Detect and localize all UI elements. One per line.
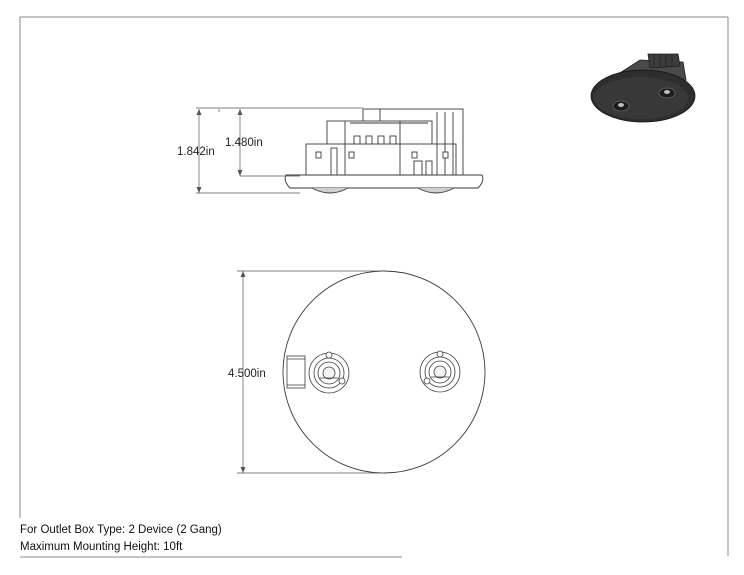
side-view [284,108,484,194]
side-dimension-arrows [196,109,243,193]
note-mounting-height: Maximum Mounting Height: 10ft [20,541,183,553]
dimension-body-height: 1.480in [225,137,263,149]
drawing-frame [19,16,729,558]
right-lamp-head [419,350,461,393]
front-view [282,270,486,474]
mounting-clip [286,355,306,389]
front-dimension-arrows [240,271,246,473]
side-dimensions [196,107,363,194]
front-dimension [237,270,384,474]
product-preview [590,53,696,123]
dimension-overall-height: 1.842in [177,146,215,158]
left-lamp-head [308,351,350,394]
note-outlet-box-type: For Outlet Box Type: 2 Device (2 Gang) [20,524,222,536]
dimension-diameter: 4.500in [228,368,266,380]
